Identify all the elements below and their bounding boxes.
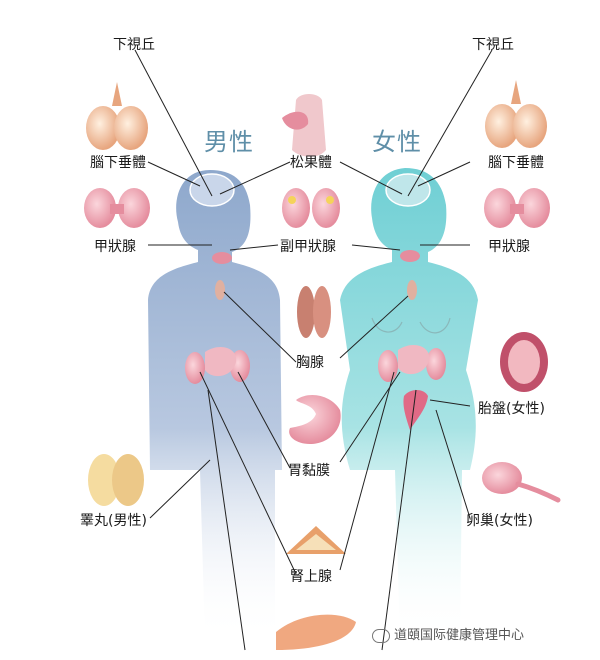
label-ovary: 卵巢(女性) <box>466 513 533 529</box>
pineal-illustration <box>282 94 326 157</box>
label-thyroid-right: 甲狀腺 <box>488 239 530 255</box>
label-adrenal: 腎上腺 <box>290 569 332 585</box>
label-parathyroid: 副甲狀腺 <box>280 239 336 255</box>
parathyroid-illustration <box>282 188 340 228</box>
label-pituitary-left: 腦下垂體 <box>90 155 146 171</box>
stomach-illustration <box>289 395 341 444</box>
male-body <box>148 170 282 640</box>
thymus-illustration <box>297 286 331 338</box>
label-thymus: 胸腺 <box>296 355 324 371</box>
ovary-illustration <box>482 462 561 503</box>
label-hypothalamus-right: 下視丘 <box>472 37 514 53</box>
pituitary-illustration-left <box>86 82 148 150</box>
testis-illustration <box>88 454 144 506</box>
pituitary-illustration-right <box>485 80 547 148</box>
pancreas-illustration <box>276 614 356 650</box>
label-pituitary-right: 腦下垂體 <box>488 155 544 171</box>
label-thyroid-left: 甲狀腺 <box>94 239 136 255</box>
male-heading: 男性 <box>204 128 254 156</box>
label-placenta: 胎盤(女性) <box>478 401 545 417</box>
label-gastric-mucosa: 胃黏膜 <box>288 463 330 479</box>
label-hypothalamus-left: 下視丘 <box>113 37 155 53</box>
female-heading: 女性 <box>372 128 422 156</box>
label-testis: 睪丸(男性) <box>80 513 147 529</box>
adrenal-illustration <box>286 526 346 554</box>
placenta-illustration <box>500 332 548 392</box>
leader-lines <box>134 49 493 651</box>
watermark: 道頤国际健康管理中心 <box>372 624 524 643</box>
wechat-icon <box>372 628 390 643</box>
thyroid-illustration-left <box>84 188 150 228</box>
thyroid-illustration-right <box>484 188 550 228</box>
label-pineal: 松果體 <box>290 155 332 171</box>
watermark-text: 道頤国际健康管理中心 <box>394 628 525 643</box>
